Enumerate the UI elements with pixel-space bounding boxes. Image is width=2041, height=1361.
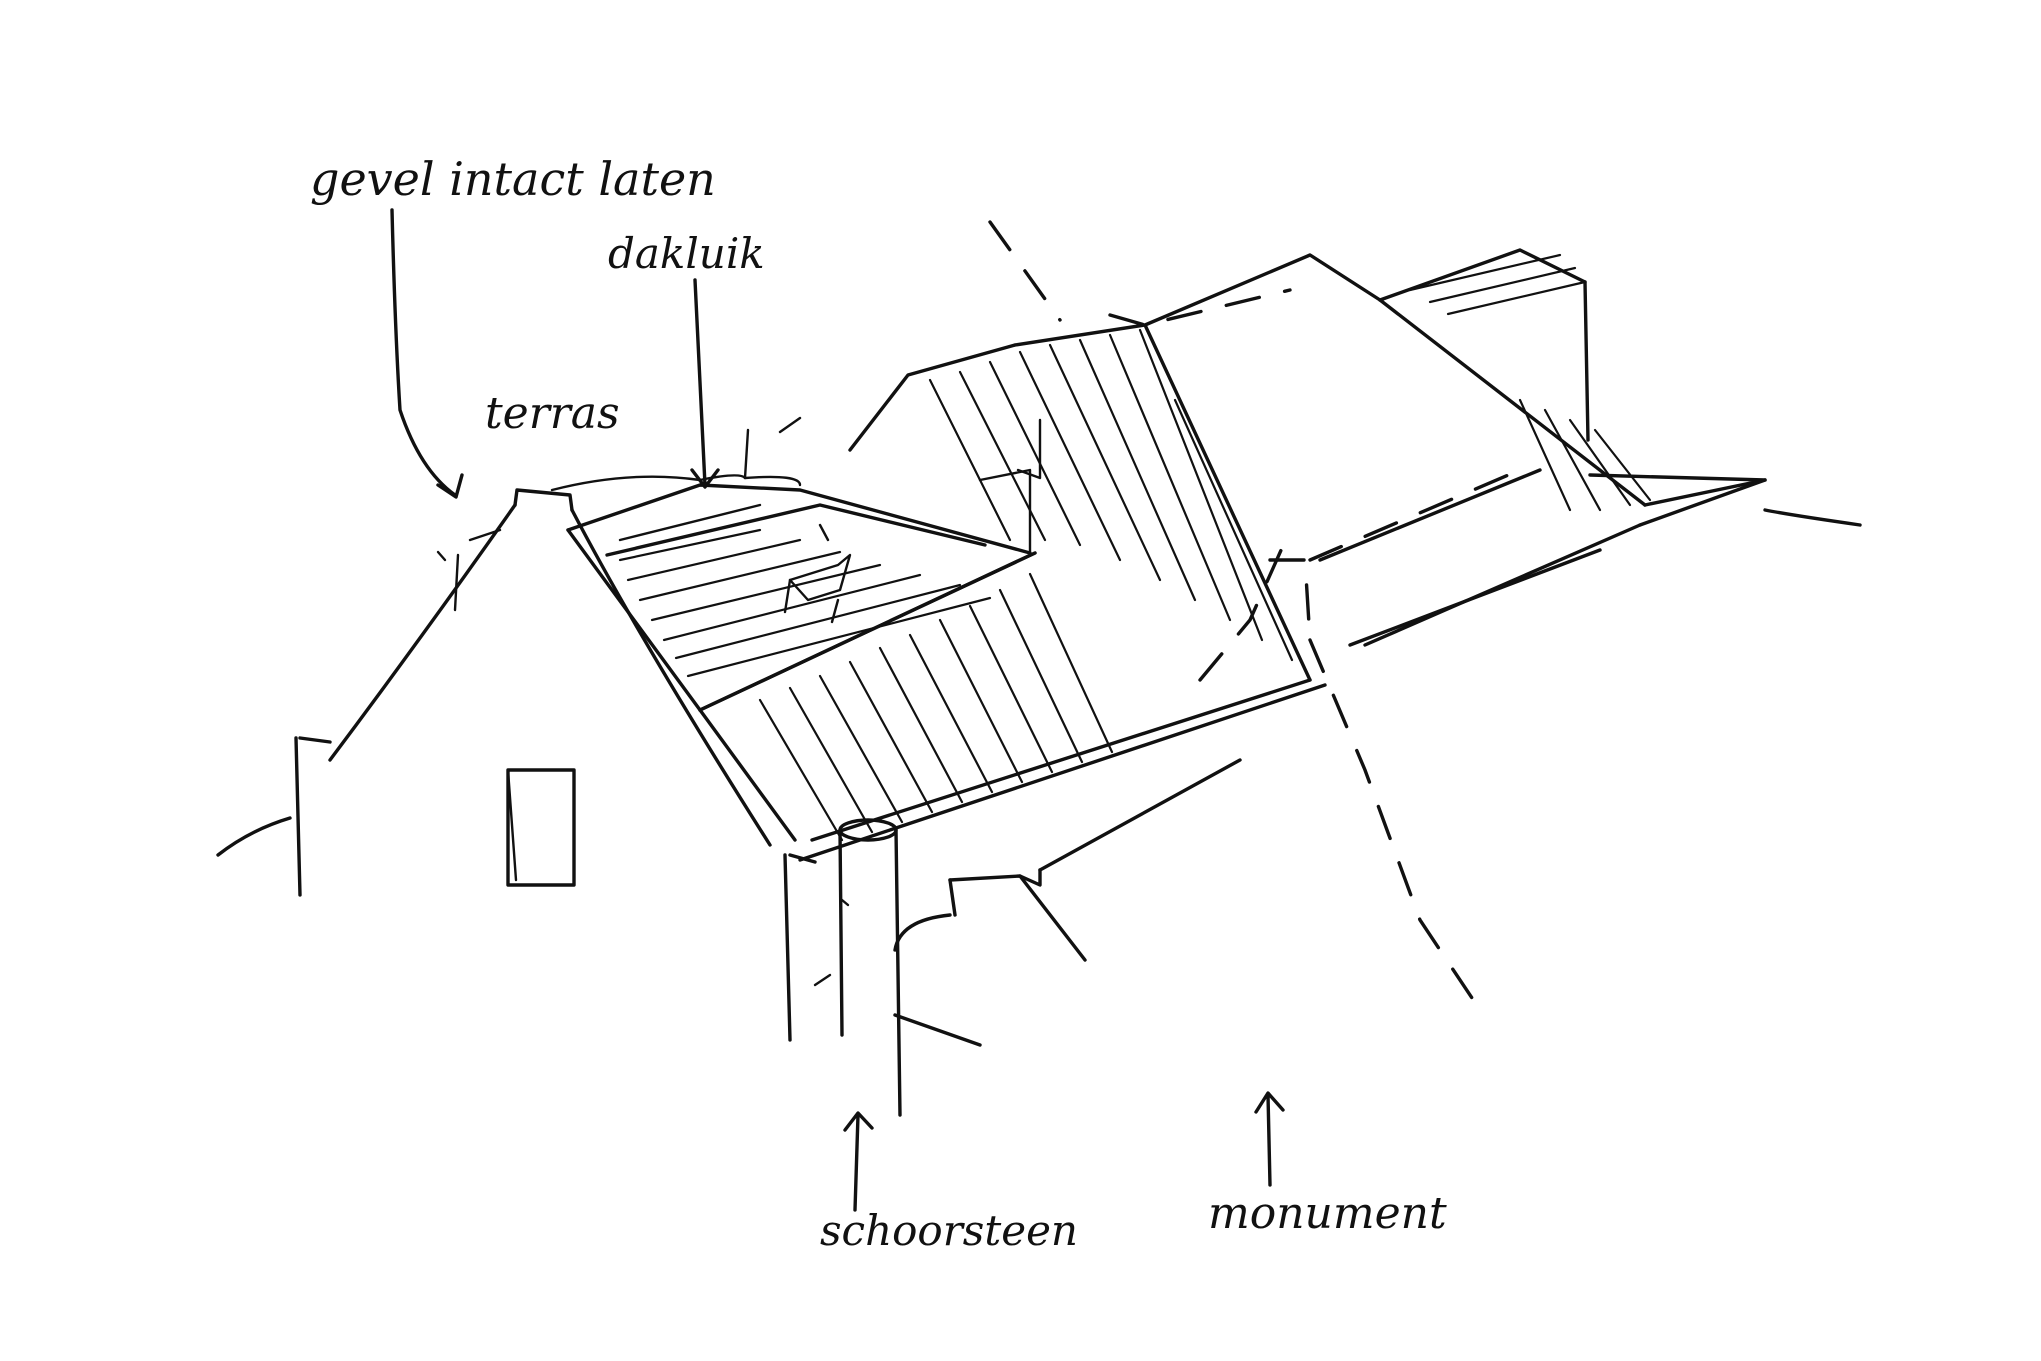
lounge-chair — [788, 553, 852, 602]
gable-window — [506, 768, 576, 887]
arrow-gevel — [390, 208, 464, 499]
chimney — [838, 818, 902, 1117]
gable-house-left — [216, 488, 772, 897]
terrace-hatching — [618, 528, 992, 678]
arrow-monument — [1254, 1091, 1285, 1187]
lower-buildings — [783, 758, 1242, 1047]
dormer-hatching — [1408, 253, 1652, 512]
annotation-arrows — [390, 208, 1285, 1212]
label-terras: terras — [485, 388, 620, 439]
main-roof-right — [1108, 248, 1862, 647]
roof-terrace — [550, 416, 1037, 712]
label-monument: monument — [1208, 1188, 1447, 1239]
monument-outline — [988, 220, 1602, 1012]
label-gevel: gevel intact laten — [310, 152, 716, 206]
label-dakluik: dakluik — [608, 229, 765, 278]
label-schoorsteen: schoorsteen — [820, 1206, 1078, 1255]
main-roof-left-pitch — [698, 323, 1327, 862]
arrow-dakluik — [690, 278, 720, 489]
arrow-schoorsteen — [843, 1111, 874, 1212]
roof-hatching — [758, 328, 1294, 842]
